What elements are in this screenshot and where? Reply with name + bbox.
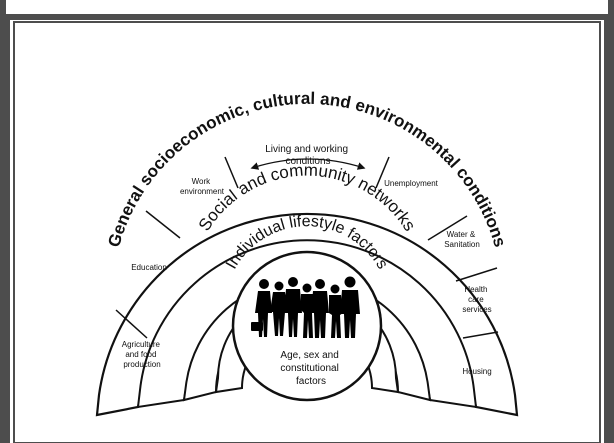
frame-top-inner [6, 0, 608, 14]
segment-health-care: Health care services [462, 285, 491, 314]
double-arrow [250, 158, 366, 170]
segment-agriculture: Agriculture and food production [122, 340, 162, 369]
segment-dividers [115, 156, 499, 339]
segment-unemployment: Unemployment [384, 179, 439, 188]
core-label: Age, sex and constitutional factors [280, 350, 341, 387]
segment-housing: Housing [462, 367, 491, 376]
segment-education: Education [131, 263, 167, 272]
frame-left [0, 18, 10, 443]
people-silhouettes-icon [251, 276, 360, 338]
segment-water-sanitation: Water & Sanitation [444, 230, 480, 249]
segment-work-environment: Work environment [180, 177, 225, 196]
frame-right [604, 18, 614, 443]
segment-living-working: Living and working conditions [265, 144, 351, 167]
